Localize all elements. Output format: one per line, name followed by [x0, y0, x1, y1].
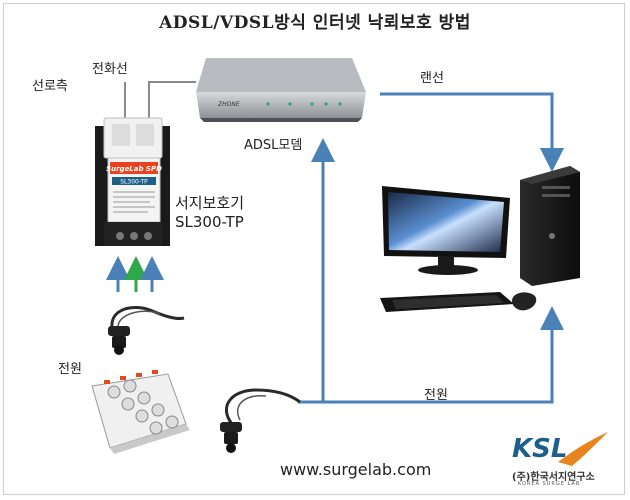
- label-spd-model: SL300-TP: [175, 213, 244, 231]
- ksl-logo-name: KSL: [512, 434, 568, 464]
- power-strip: [91, 370, 190, 454]
- label-spd-name: 서지보호기: [175, 194, 245, 212]
- lan-line: [380, 92, 564, 172]
- monitor: [382, 186, 510, 275]
- power-line-to-modem: [298, 138, 335, 404]
- surge-input-arrows: [106, 256, 164, 292]
- phone-line-wires: [124, 81, 196, 118]
- label-lan-cable: 랜선: [420, 71, 444, 86]
- label-phone-line: 전화선: [92, 62, 128, 77]
- modem-brand-text: ZHONE: [217, 101, 240, 108]
- keyboard: [380, 292, 514, 312]
- ksl-company-name: (주)한국서지연구소: [512, 472, 595, 483]
- diagram-frame: [3, 3, 625, 495]
- desktop-pc: [520, 166, 580, 286]
- ksl-english-name: KOREA SURGE LAB: [518, 481, 581, 487]
- ksl-swoosh-icon: [558, 432, 608, 466]
- power-plug-cable-top: [108, 305, 185, 355]
- adsl-modem: ZHONE: [196, 58, 366, 122]
- spd-device: SurgeLab SPD SL300-TP: [95, 117, 170, 246]
- label-adsl-modem: ADSL모뎀: [244, 138, 303, 153]
- label-power-right: 전원: [424, 388, 448, 403]
- spd-model-text: SL300-TP: [120, 179, 148, 186]
- diagram-title: ADSL/VDSL방식 인터넷 낙뢰보호 방법: [159, 13, 471, 33]
- label-line-side: 선로측: [32, 79, 68, 94]
- spd-brand-text: SurgeLab SPD: [106, 165, 162, 173]
- power-line-to-pc: [323, 306, 564, 404]
- power-plug-cable-bottom: [220, 388, 301, 453]
- label-power-left: 전원: [58, 362, 82, 377]
- ksl-logo: KSL (주)한국서지연구소 KOREA SURGE LAB: [512, 428, 612, 490]
- footer-url: www.surgelab.com: [280, 460, 432, 479]
- mouse: [512, 292, 537, 311]
